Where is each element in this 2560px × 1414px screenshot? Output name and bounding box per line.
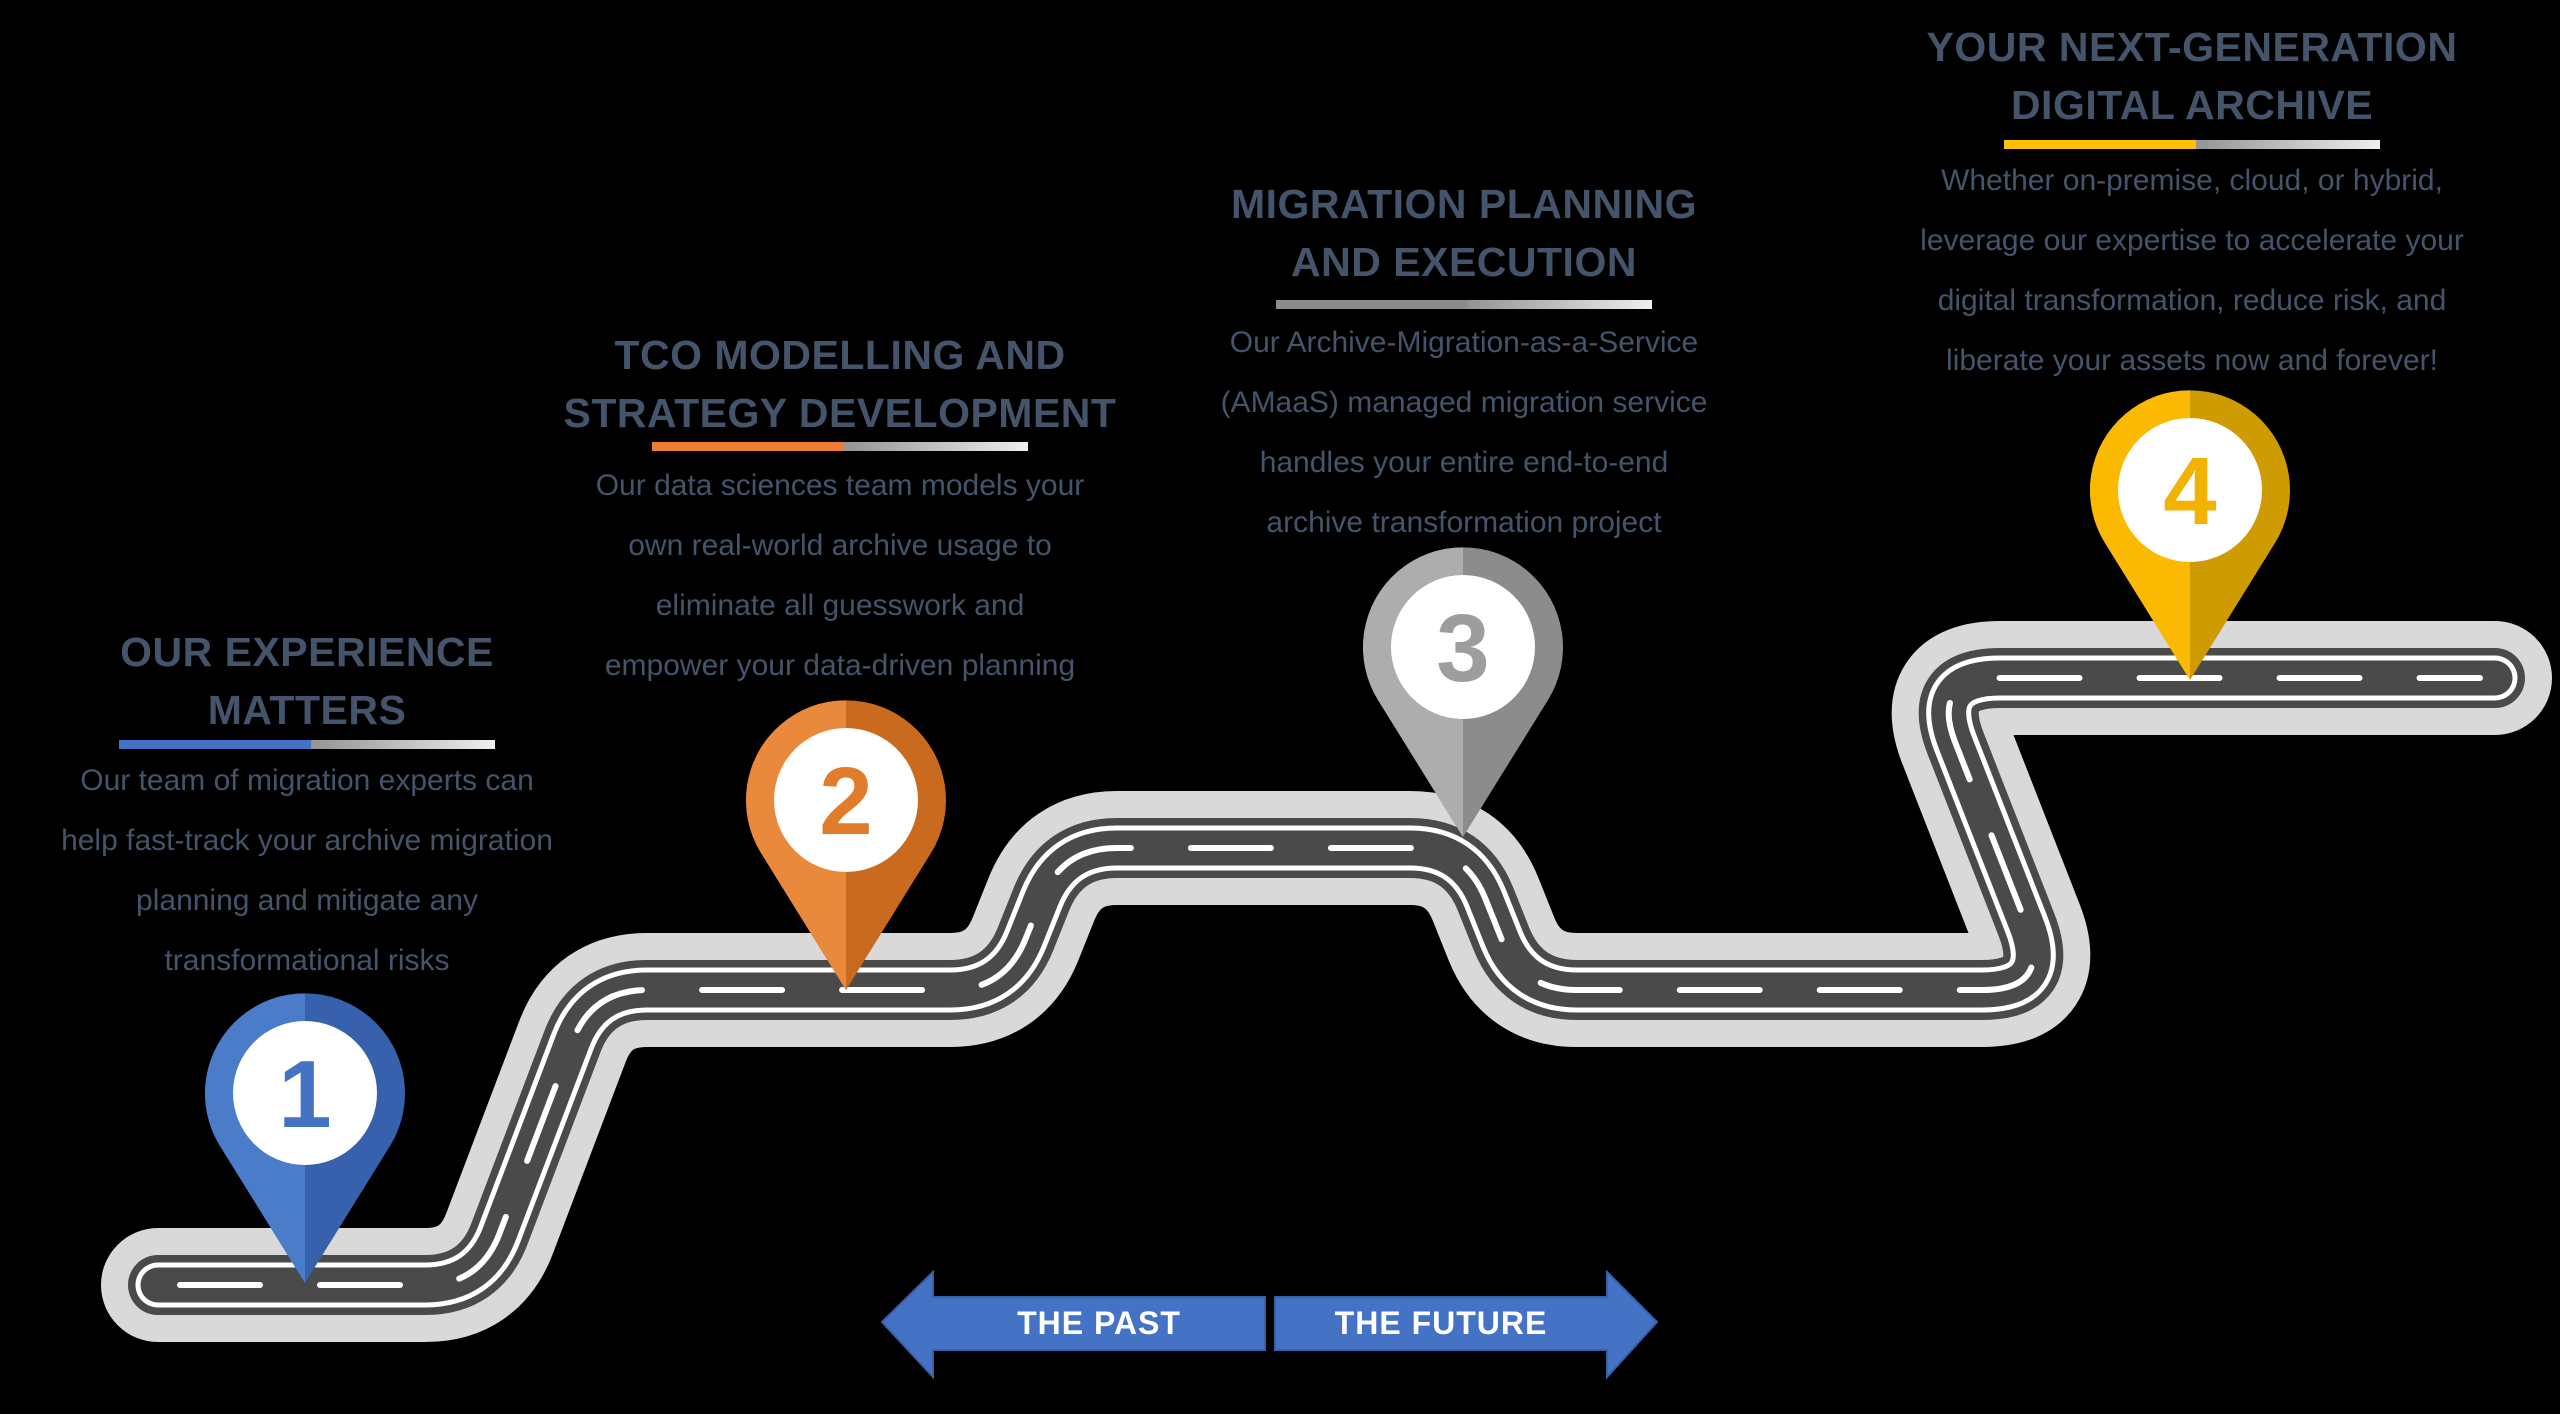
section-next-gen-archive: YOUR NEXT-GENERATION DIGITAL ARCHIVE Whe… [1872, 18, 2512, 391]
section-body-line: handles your entire end-to-end [1259, 446, 1669, 479]
section-body-line: own real-world archive usage to [628, 529, 1052, 562]
section-body: Our team of migration experts can help f… [27, 751, 587, 991]
section-title-line: MIGRATION PLANNING [1230, 181, 1698, 227]
section-body-line: transformational risks [164, 944, 450, 977]
section-title-line: TCO MODELLING AND [614, 332, 1066, 378]
map-pin-3: 3 [1363, 547, 1563, 837]
section-tco-modelling: TCO MODELLING AND STRATEGY DEVELOPMENT O… [560, 326, 1120, 696]
pin-2-circle [774, 728, 918, 872]
road-center-dashes [177, 675, 2483, 1288]
accent-underline-right [310, 740, 495, 749]
accent-underline-right [1467, 300, 1652, 309]
section-body-line: Our Archive-Migration-as-a-Service [1229, 326, 1699, 359]
section-body-line: liberate your assets now and forever! [1946, 344, 2438, 377]
section-title-line: DIGITAL ARCHIVE [2010, 82, 2374, 128]
map-pin-2: 2 [745, 700, 946, 990]
pin-1-circle [233, 1021, 377, 1165]
section-body: Our data sciences team models your own r… [560, 456, 1120, 696]
future-arrow-label: THE FUTURE [1334, 1305, 1548, 1341]
accent-underline-left [652, 442, 844, 451]
past-arrow-label: THE PAST [1017, 1305, 1181, 1341]
section-body-line: archive transformation project [1266, 506, 1662, 539]
accent-underline [119, 740, 495, 749]
pin-3-number: 3 [1436, 595, 1489, 702]
accent-underline-right [2195, 140, 2380, 149]
timeline-arrows [880, 1269, 1659, 1380]
section-body-line: Our data sciences team models your [595, 469, 1085, 502]
past-arrow [880, 1269, 1266, 1380]
section-body-line: Our team of migration experts can [80, 764, 534, 797]
accent-underline [1276, 300, 1652, 309]
section-title-line: STRATEGY DEVELOPMENT [563, 390, 1117, 436]
section-body-line: leverage our expertise to accelerate you… [1920, 224, 2464, 257]
future-arrow [1274, 1269, 1659, 1380]
pin-4-number: 4 [2163, 438, 2216, 545]
section-body-line: (AMaaS) managed migration service [1220, 386, 1708, 419]
accent-underline-left [119, 740, 311, 749]
section-body: Whether on-premise, cloud, or hybrid, le… [1872, 151, 2512, 391]
accent-underline-right [843, 442, 1028, 451]
section-title-line: OUR EXPERIENCE [120, 629, 494, 675]
pin-4-circle [2118, 418, 2262, 562]
section-title-line: AND EXECUTION [1291, 239, 1637, 285]
pin-3-circle [1391, 575, 1535, 719]
pin-2-number: 2 [819, 748, 872, 855]
section-title-line: YOUR NEXT-GENERATION [1926, 24, 2458, 70]
accent-underline [2004, 140, 2380, 149]
map-pin-4: 4 [2090, 390, 2290, 680]
section-title-line: MATTERS [207, 687, 407, 733]
section-body-line: empower your data-driven planning [604, 649, 1076, 682]
section-body-line: digital transformation, reduce risk, and [1937, 284, 2447, 317]
section-migration-planning: MIGRATION PLANNING AND EXECUTION Our Arc… [1184, 175, 1744, 553]
section-body-line: eliminate all guesswork and [655, 589, 1025, 622]
accent-underline-left [2004, 140, 2196, 149]
map-pin-1: 1 [204, 993, 405, 1283]
road [101, 621, 2552, 1342]
section-body-line: planning and mitigate any [136, 884, 478, 917]
accent-underline [652, 442, 1028, 451]
pin-1-number: 1 [278, 1041, 331, 1148]
section-our-experience-matters: OUR EXPERIENCE MATTERS Our team of migra… [27, 623, 587, 991]
section-body-line: help fast-track your archive migration [61, 824, 553, 857]
section-body-line: Whether on-premise, cloud, or hybrid, [1941, 164, 2443, 197]
accent-underline-left [1276, 300, 1468, 309]
section-body: Our Archive-Migration-as-a-Service (AMaa… [1184, 313, 1744, 553]
